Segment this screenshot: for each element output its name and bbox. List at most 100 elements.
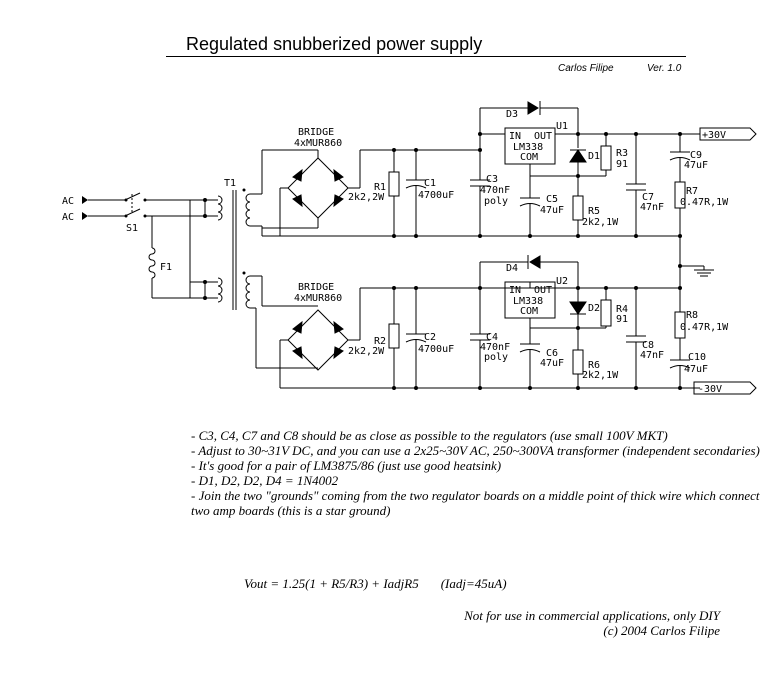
c1-label: C1 — [424, 178, 436, 189]
c10-value: 47uF — [684, 364, 708, 375]
bridge-bottom-label: BRIDGE — [298, 282, 334, 293]
c3-label: C3 — [486, 174, 498, 185]
d3-label: D3 — [506, 109, 518, 120]
c4: C4 470nF poly — [470, 286, 510, 390]
bridge-bottom-diode-3 — [292, 346, 303, 360]
d4: D4 — [479, 255, 579, 288]
formula-note: (Iadj=45uA) — [440, 576, 507, 591]
r8-c10: R8 0.47R,1W C10 47uF — [669, 286, 729, 390]
minus30-label: -30V — [698, 384, 722, 395]
note-item: - Adjust to 30~31V DC, and you can use a… — [191, 443, 760, 458]
bridge-top-part: 4xMUR860 — [294, 138, 342, 149]
c3-value: 470nF — [480, 185, 510, 196]
ac-terminal-top — [82, 196, 88, 204]
d3: D3 — [479, 101, 579, 150]
r2-body — [388, 323, 400, 349]
r4-value: 91 — [616, 314, 628, 325]
output-minus30: -30V — [693, 381, 757, 395]
author-name: Carlos Filipe — [558, 63, 614, 74]
u2-regulator: IN OUT LM338 COM U2 — [504, 276, 578, 329]
note-item: - It's good for a pair of LM3875/86 (jus… — [191, 458, 502, 473]
r5-value: 2k2,1W — [582, 217, 619, 228]
r2-value: 2k2,2W — [348, 346, 385, 357]
r2-label: R2 — [374, 336, 386, 347]
bridge-bottom-diode-2 — [333, 320, 344, 334]
u1-regulator: IN OUT LM338 COM U1 — [478, 121, 700, 177]
r3-body — [600, 145, 612, 171]
c4-type: poly — [484, 352, 508, 363]
r1-label: R1 — [374, 182, 386, 193]
c5-value: 47uF — [540, 205, 564, 216]
u1-out: OUT — [534, 131, 552, 142]
title-underline — [166, 56, 686, 57]
c5-label: C5 — [546, 194, 558, 205]
transformer-t1: T1 — [189, 178, 251, 310]
c8: C8 47nF — [626, 286, 664, 390]
c1-value: 4700uF — [418, 190, 454, 201]
bridge-bottom-diode-1 — [292, 320, 303, 334]
c6: C6 47uF — [519, 282, 564, 390]
r3-value: 91 — [616, 159, 628, 170]
ac-label-top: AC — [62, 196, 74, 207]
note-item: - Join the two "grounds" coming from the… — [191, 488, 760, 518]
note-item: - D1, D2, D2, D4 = 1N4002 — [191, 473, 339, 488]
r7-value: 0.47R,1W — [680, 197, 729, 208]
plus30-label: +30V — [702, 130, 726, 141]
r4-body — [600, 299, 612, 327]
c8-value: 47nF — [640, 350, 664, 361]
notes-list: - C3, C4, C7 and C8 should be as close a… — [191, 428, 761, 518]
c5: C5 47uF — [519, 176, 564, 238]
c7-value: 47nF — [640, 202, 664, 213]
c9-label: C9 — [690, 150, 702, 161]
ground-symbol — [678, 264, 714, 277]
c6-value: 47uF — [540, 358, 564, 369]
note-item: - C3, C4, C7 and C8 should be as close a… — [191, 428, 668, 443]
vout-formula: Vout = 1.25(1 + R5/R3) + IadjR5 (Iadj=45u… — [244, 576, 507, 592]
disclaimer-block: Not for use in commercial applications, … — [414, 608, 720, 638]
u1-in: IN — [509, 131, 521, 142]
d2-label: D2 — [588, 303, 600, 314]
ac-input: AC AC — [62, 196, 125, 223]
bridge-bottom-diode-4 — [333, 346, 344, 360]
d4-body — [529, 255, 541, 269]
bridge-top: BRIDGE 4xMUR860 — [250, 127, 680, 237]
u1-part: LM338 — [513, 142, 543, 153]
c3-type: poly — [484, 196, 508, 207]
r1-body — [388, 171, 400, 197]
output-plus30: +30V — [699, 127, 757, 141]
ac-label-bottom: AC — [62, 212, 74, 223]
bridge-bottom-part: 4xMUR860 — [294, 293, 342, 304]
r4-label: R4 — [616, 304, 628, 315]
t1-label: T1 — [224, 178, 236, 189]
u1-label: U1 — [556, 121, 568, 132]
d1-label: D1 — [588, 151, 600, 162]
bridge-top-label: BRIDGE — [298, 127, 334, 138]
u2-part: LM338 — [513, 296, 543, 307]
version-label: Ver. 1.0 — [647, 63, 682, 74]
c9-value: 47uF — [684, 160, 708, 171]
c7-label: C7 — [642, 192, 654, 203]
c2-value: 4700uF — [418, 344, 454, 355]
c7: C7 47nF — [626, 132, 664, 238]
r3-label: R3 — [616, 148, 628, 159]
u1-com: COM — [520, 152, 538, 163]
ac-terminal-bottom — [82, 212, 88, 220]
fuse-f1: F1 — [148, 216, 205, 299]
r1-value: 2k2,2W — [348, 192, 385, 203]
c2-label: C2 — [424, 332, 436, 343]
formula-expression: Vout = 1.25(1 + R5/R3) + IadjR5 — [244, 576, 419, 591]
page-title: Regulated snubberized power supply — [186, 34, 483, 54]
d2-r4-r6: D2 R4 91 R6 2k2,1W — [569, 286, 628, 390]
f1-label: F1 — [160, 262, 172, 273]
d4-label: D4 — [506, 263, 518, 274]
c4-value: 470nF — [480, 342, 510, 353]
r8-value: 0.47R,1W — [680, 322, 729, 333]
r8-label: R8 — [686, 310, 698, 321]
c3: C3 470nF poly — [470, 148, 510, 238]
c10-label: C10 — [688, 352, 706, 363]
bridge-diode-1 — [292, 168, 303, 182]
c6-label: C6 — [546, 348, 558, 359]
bridge-bottom: BRIDGE 4xMUR860 — [250, 275, 700, 389]
c8-label: C8 — [642, 340, 654, 351]
